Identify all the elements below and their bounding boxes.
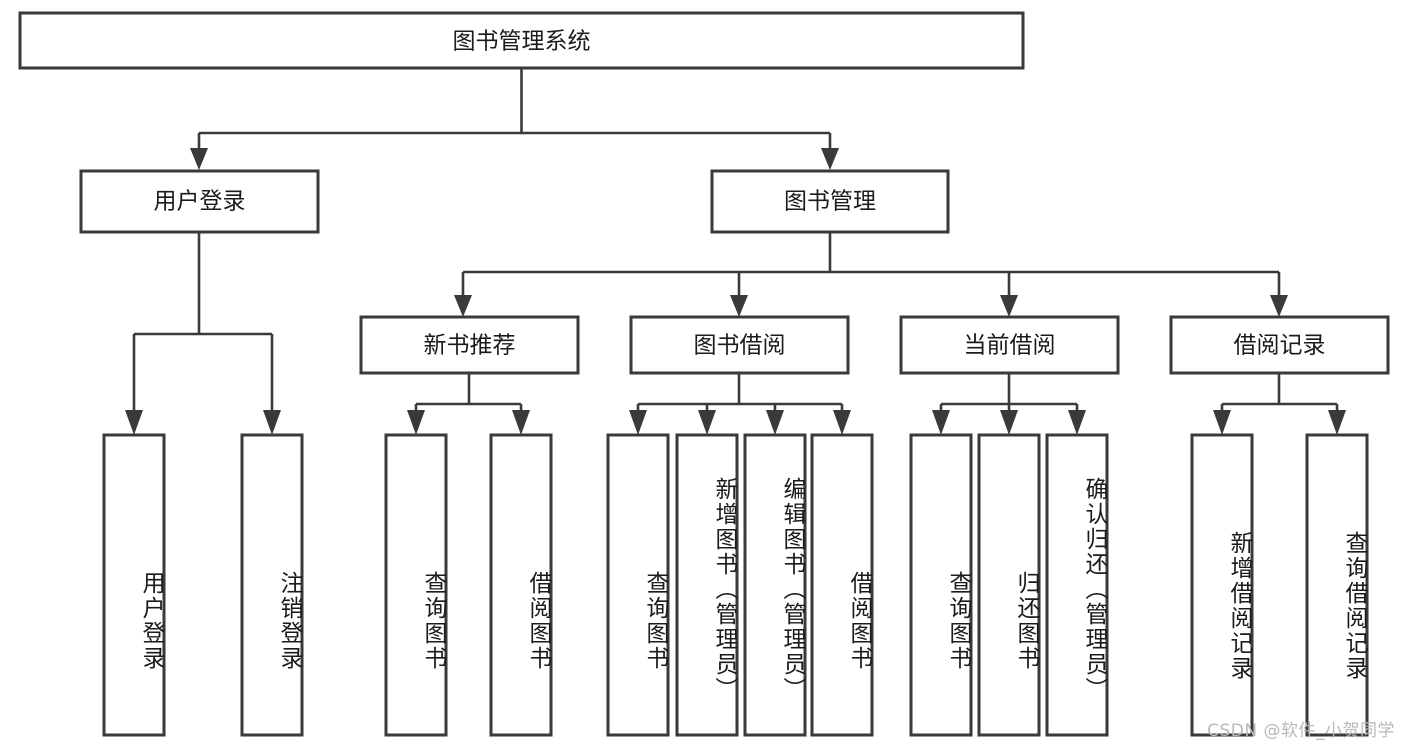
node-book-management-label: 图书管理 (784, 189, 876, 215)
watermark-text: CSDN @软件_小贺同学 (1207, 721, 1395, 741)
leaf-box-query-book-1[interactable] (384, 433, 448, 737)
node-book-borrow-box[interactable] (629, 315, 850, 375)
node-new-book-recommend-label: 新书推荐 (424, 333, 516, 359)
node-book-management[interactable]: 图书管理 (710, 169, 950, 234)
connector-group-borrow-record (1213, 374, 1346, 435)
leaf-box-borrow-book-2[interactable] (810, 433, 874, 737)
leaf-box-user-login[interactable] (102, 433, 166, 737)
arrow-head-leaf-borrow-book-1 (512, 410, 530, 435)
arrow-head-leaf-add-book (698, 410, 716, 435)
connector-group-book-management (454, 233, 1288, 317)
arrow-head-leaf-query-book-3 (932, 410, 950, 435)
leaf-box-edit-book[interactable] (743, 433, 807, 737)
node-borrow-record-label: 借阅记录 (1234, 333, 1326, 359)
leaf-box-add-borrow-record[interactable] (1190, 433, 1254, 737)
node-borrow-record-box[interactable] (1169, 315, 1390, 375)
leaf-box-return-book[interactable] (977, 433, 1041, 737)
leaf-box-borrow-book-1[interactable] (489, 433, 553, 737)
arrow-head-leaf-query-book-1 (407, 410, 425, 435)
arrow-head-leaf-borrow-book-2 (833, 410, 851, 435)
node-new-book-recommend-box[interactable] (359, 315, 580, 375)
node-book-borrow-label: 图书借阅 (694, 333, 786, 359)
node-user-login[interactable]: 用户登录 (79, 169, 320, 234)
node-user-login-label: 用户登录 (154, 189, 246, 215)
arrow-head-leaf-confirm-return (1068, 410, 1086, 435)
arrow-head-new-book-recommend (454, 295, 472, 317)
leaf-box-add-book[interactable] (675, 433, 739, 737)
node-root-system-box[interactable] (18, 11, 1025, 70)
node-current-borrow[interactable]: 当前借阅 (899, 315, 1120, 375)
connector-group-new-book-recommend (407, 374, 530, 435)
arrow-head-leaf-user-login (125, 410, 143, 435)
arrow-head-leaf-edit-book (766, 410, 784, 435)
connector-group-book-borrow (629, 374, 851, 435)
node-user-login-box[interactable] (79, 169, 320, 234)
arrow-head-leaf-user-logout (263, 410, 281, 435)
leaf-box-query-borrow-record[interactable] (1305, 433, 1369, 737)
node-new-book-recommend[interactable]: 新书推荐 (359, 315, 580, 375)
arrow-head-borrow-record (1270, 295, 1288, 317)
leaf-box-query-book-3[interactable] (909, 433, 973, 737)
connector-group-root (190, 68, 839, 170)
arrow-head-leaf-query-book-2 (629, 410, 647, 435)
arrow-head-leaf-return-book (1000, 410, 1018, 435)
arrow-head-current-borrow (1000, 295, 1018, 317)
leaf-box-user-logout[interactable] (240, 433, 304, 737)
node-borrow-record[interactable]: 借阅记录 (1169, 315, 1390, 375)
leaf-box-query-book-2[interactable] (606, 433, 670, 737)
node-book-management-box[interactable] (710, 169, 950, 234)
arrow-head-leaf-add-borrow-record (1213, 410, 1231, 435)
arrow-head-book-management (821, 148, 839, 170)
node-current-borrow-box[interactable] (899, 315, 1120, 375)
leaf-box-confirm-return[interactable] (1045, 433, 1109, 737)
node-book-borrow[interactable]: 图书借阅 (629, 315, 850, 375)
arrow-head-user-login (190, 148, 208, 170)
node-root-system-label: 图书管理系统 (453, 29, 591, 55)
node-current-borrow-label: 当前借阅 (964, 333, 1056, 359)
arrow-head-book-borrow (730, 295, 748, 317)
node-root-system[interactable]: 图书管理系统 (18, 11, 1025, 70)
connector-group-current-borrow (932, 374, 1086, 435)
connector-group-user-login (125, 233, 281, 435)
arrow-head-leaf-query-borrow-record (1328, 410, 1346, 435)
